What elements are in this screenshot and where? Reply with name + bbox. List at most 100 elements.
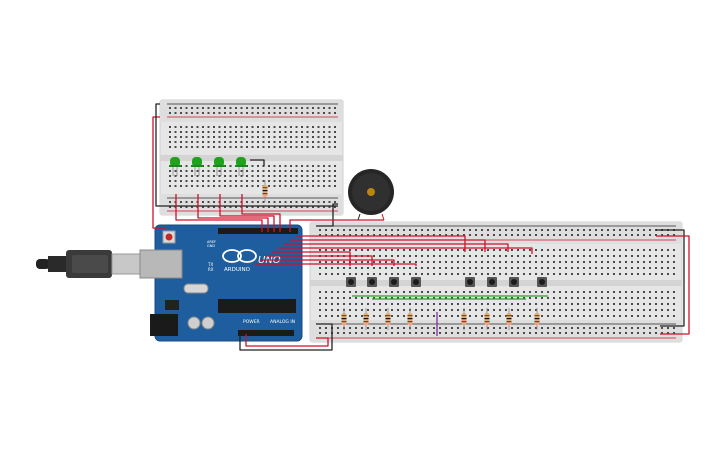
power-label: POWER <box>243 319 260 325</box>
resistor-5[interactable] <box>461 308 467 330</box>
button-cap <box>348 279 354 285</box>
resistor-8[interactable] <box>534 308 540 330</box>
atmega-chip <box>218 299 296 313</box>
led-2[interactable] <box>191 157 203 176</box>
rx-label: RX <box>208 267 214 272</box>
push-button-7[interactable] <box>509 277 519 287</box>
usb-cable[interactable] <box>36 250 141 278</box>
arduino-brand-label: ARDUINO <box>224 267 251 273</box>
power-analog-header <box>238 330 294 336</box>
wire-5[interactable] <box>219 194 275 232</box>
resistor-band <box>341 315 347 317</box>
push-button-5[interactable] <box>465 277 475 287</box>
button-cap <box>467 279 473 285</box>
resistor-band <box>461 318 467 320</box>
push-button-4[interactable] <box>411 277 421 287</box>
led-body <box>214 157 224 167</box>
power-jack <box>150 314 178 336</box>
push-button-1[interactable] <box>346 277 356 287</box>
wire-20[interactable] <box>656 229 685 327</box>
resistor-band <box>262 190 268 192</box>
led-body <box>170 157 180 167</box>
wire-2[interactable] <box>155 103 338 207</box>
led-rim <box>169 165 181 167</box>
wire-7[interactable] <box>250 159 265 166</box>
leds <box>169 157 247 176</box>
resistor-band <box>461 321 467 323</box>
wire-6[interactable] <box>241 194 281 232</box>
push-button-6[interactable] <box>487 277 497 287</box>
resistor-top[interactable] <box>262 180 268 202</box>
resistor-band <box>506 315 512 317</box>
resistor-band <box>407 318 413 320</box>
gnd-label: GND <box>207 244 215 248</box>
wire-3[interactable] <box>175 194 263 232</box>
resistor-band <box>262 187 268 189</box>
wire-8[interactable] <box>316 203 338 227</box>
led-body <box>236 157 246 167</box>
resistor-band <box>461 315 467 317</box>
resistor-band <box>363 318 369 320</box>
resistor-3[interactable] <box>385 308 391 330</box>
wire-13[interactable] <box>278 247 533 254</box>
push-buttons <box>346 277 547 287</box>
resistor-band <box>484 315 490 317</box>
resistors <box>262 180 540 330</box>
digital-header <box>218 228 298 234</box>
breadboard-top[interactable] <box>159 99 344 216</box>
resistor-band <box>385 321 391 323</box>
button-cap <box>489 279 495 285</box>
led-1[interactable] <box>169 157 181 176</box>
resistor-band <box>407 321 413 323</box>
button-cap <box>539 279 545 285</box>
resistor-band <box>407 315 413 317</box>
wire-19[interactable] <box>245 334 329 347</box>
usb-port <box>139 249 183 279</box>
resistor-4[interactable] <box>407 308 413 330</box>
resistor-7[interactable] <box>506 308 512 330</box>
led-rim <box>213 165 225 167</box>
breadboard-top-holes <box>169 107 336 208</box>
resistor-band <box>363 321 369 323</box>
wire-4[interactable] <box>197 194 269 232</box>
resistor-band <box>534 315 540 317</box>
wire-14[interactable] <box>272 251 351 266</box>
resistor-2[interactable] <box>363 308 369 330</box>
wire-21[interactable] <box>656 235 690 335</box>
wire-12[interactable] <box>284 243 509 252</box>
wire-17[interactable] <box>254 263 417 266</box>
resistor-band <box>506 318 512 320</box>
led-rim <box>235 165 247 167</box>
button-cap <box>391 279 397 285</box>
wire-9[interactable] <box>289 219 384 232</box>
resistor-band <box>534 321 540 323</box>
resistor-band <box>385 318 391 320</box>
push-button-8[interactable] <box>537 277 547 287</box>
aref-label: AREF <box>207 240 216 244</box>
wire-18[interactable] <box>239 323 333 351</box>
led-rim <box>191 165 203 167</box>
push-button-3[interactable] <box>389 277 399 287</box>
analog-in-label: ANALOG IN <box>270 319 295 325</box>
wire-15[interactable] <box>266 255 373 266</box>
button-cap <box>413 279 419 285</box>
resistor-band <box>341 318 347 320</box>
breadboard-main-holes <box>319 229 675 334</box>
led-3[interactable] <box>213 157 225 176</box>
led-body <box>192 157 202 167</box>
button-cap <box>369 279 375 285</box>
resistor-1[interactable] <box>341 308 347 330</box>
resistor-band <box>385 315 391 317</box>
piezo-buzzer[interactable] <box>348 169 394 221</box>
resistor-6[interactable] <box>484 308 490 330</box>
led-4[interactable] <box>235 157 247 176</box>
resistor-band <box>506 321 512 323</box>
wire-10[interactable] <box>296 235 466 252</box>
tx-label: TX <box>207 262 213 267</box>
resistor-band <box>534 318 540 320</box>
push-button-2[interactable] <box>367 277 377 287</box>
arduino-uno-board[interactable]: ARDUINO UNO POWER ANALOG IN AREF GND TX … <box>139 224 303 342</box>
wires <box>152 103 690 351</box>
